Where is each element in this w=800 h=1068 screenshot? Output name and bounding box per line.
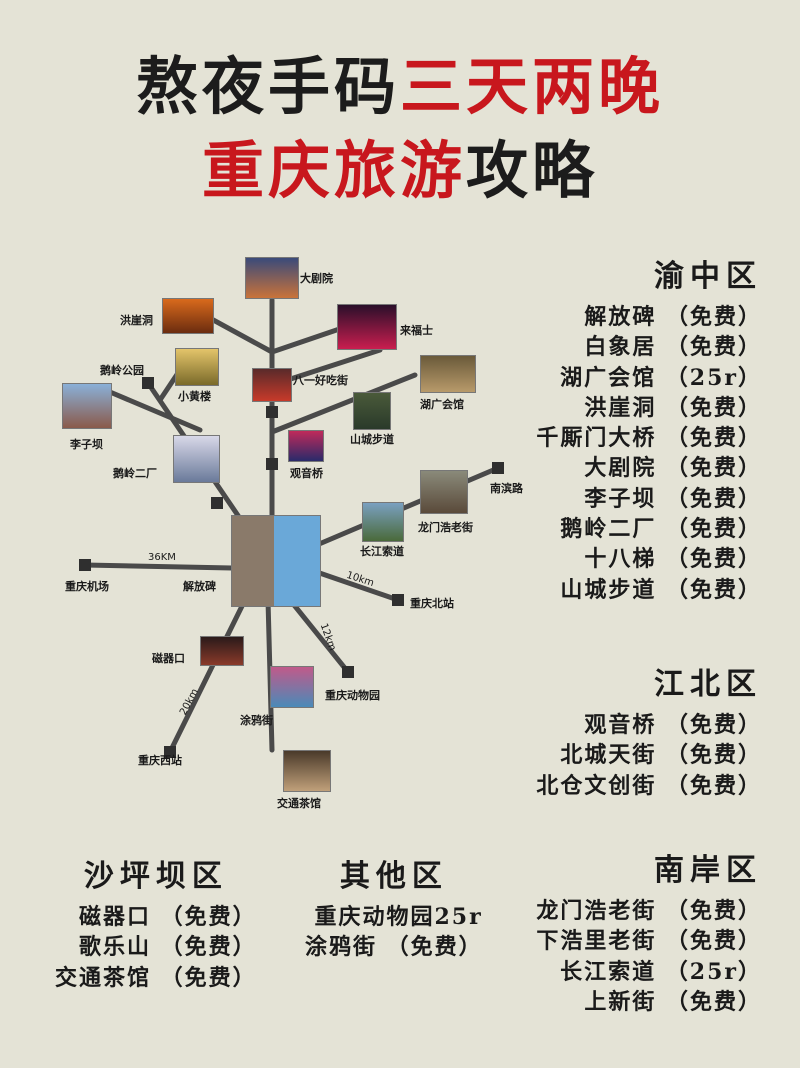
liziba-photo [62, 383, 112, 429]
district-list: 观音桥 （免费） 北城天街 （免费） 北仓文创街 （免费） [536, 710, 762, 801]
list-item: 洪崖洞 （免费） [584, 394, 762, 421]
label-longmen: 龙门浩老街 [418, 521, 473, 534]
district-jiangbei: 江北区 观音桥 （免费） 北城天街 （免费） 北仓文创街 （免费） [536, 670, 762, 801]
label-zoo: 重庆动物园 [325, 689, 380, 702]
list-item: 千厮门大桥 （免费） [536, 425, 762, 452]
district-title: 渝中区 [654, 259, 762, 294]
title-part-2: 三天两晚 [400, 50, 665, 123]
label-shancheng: 山城步道 [350, 433, 394, 446]
route-map: 大剧院 洪崖洞 来福士 八一好吃街 鹅岭公园 小黄楼 湖广会馆 李子坝 山城步道… [0, 240, 540, 840]
list-item: 大剧院 （免费） [584, 455, 762, 482]
list-item: 北仓文创街 （免费） [536, 772, 762, 799]
label-eling2: 鹅岭二厂 [113, 467, 157, 480]
district-title: 沙坪坝区 [83, 859, 228, 894]
list-item: 北城天街 （免费） [560, 742, 762, 769]
label-north: 重庆北站 [410, 597, 454, 610]
title-part-1: 熬夜手码 [135, 50, 400, 123]
district-other: 其他区 重庆动物园25r 涂鸦街 （免费） [305, 862, 483, 963]
list-item: 重庆动物园25r [314, 904, 483, 930]
district-title: 其他区 [339, 859, 448, 894]
ciqikou-photo [200, 636, 244, 666]
list-item: 解放碑 （免费） [584, 304, 762, 330]
label-laifushi: 来福士 [400, 324, 433, 337]
suodao-photo [362, 502, 404, 542]
label-huguang: 湖广会馆 [420, 398, 464, 411]
list-item: 涂鸦街 （免费） [305, 934, 483, 961]
tuya-photo [270, 666, 314, 708]
district-list: 重庆动物园25r 涂鸦街 （免费） [305, 902, 483, 963]
list-item: 歌乐山 （免费） [79, 934, 257, 961]
district-yuzhong: 渝中区 解放碑 （免费） 白象居 （免费） 湖广会馆 （25r） 洪崖洞 （免费… [536, 262, 762, 605]
hongyadong-photo [162, 298, 214, 334]
title-part-3: 重庆旅游 [201, 134, 466, 207]
list-item: 十八梯 （免费） [584, 546, 762, 573]
laifushi-photo [337, 304, 397, 350]
label-suodao: 长江索道 [360, 545, 404, 558]
label-airport: 重庆机场 [65, 580, 109, 593]
label-bayi: 八一好吃街 [293, 374, 348, 387]
district-list: 龙门浩老街 （免费） 下浩里老街 （免费） 长江索道 （25r） 上新街 （免费… [536, 896, 762, 1017]
list-item: 磁器口 （免费） [79, 904, 257, 930]
eling2-photo [173, 435, 220, 483]
district-list: 解放碑 （免费） 白象居 （免费） 湖广会馆 （25r） 洪崖洞 （免费） 千厮… [536, 302, 762, 605]
list-item: 交通茶馆 （免费） [55, 964, 257, 991]
label-liziba: 李子坝 [70, 438, 103, 451]
list-item: 鹅岭二厂 （免费） [560, 516, 762, 543]
list-item: 上新街 （免费） [584, 988, 762, 1015]
district-nanan: 南岸区 龙门浩老街 （免费） 下浩里老街 （免费） 长江索道 （25r） 上新街… [536, 856, 762, 1017]
district-shapingba: 沙坪坝区 磁器口 （免费） 歌乐山 （免费） 交通茶馆 （免费） [55, 862, 257, 993]
list-item: 下浩里老街 （免费） [536, 928, 762, 955]
distance-airport: 36KM [148, 552, 176, 563]
district-title: 江北区 [654, 667, 762, 702]
label-eling-park: 鹅岭公园 [100, 364, 144, 377]
huguang-photo [420, 355, 476, 393]
bayi-photo [252, 368, 292, 402]
label-tuya: 涂鸦街 [240, 714, 273, 727]
title-part-4: 攻略 [466, 134, 599, 207]
label-xiaohuanglou: 小黄楼 [178, 390, 211, 403]
title-line-1: 熬夜手码三天两晚 [0, 56, 800, 118]
label-guanyinqiao: 观音桥 [290, 467, 323, 480]
xiaohuanglou-photo [175, 348, 219, 386]
title-line-2: 重庆旅游攻略 [0, 140, 800, 202]
shancheng-photo [353, 392, 391, 430]
label-jiefangbei: 解放碑 [183, 580, 216, 593]
list-item: 山城步道 （免费） [560, 576, 762, 603]
label-teahouse: 交通茶馆 [277, 797, 321, 810]
list-item: 李子坝 （免费） [584, 485, 762, 512]
list-item: 湖广会馆 （25r） [560, 364, 762, 391]
label-nanbin: 南滨路 [490, 482, 523, 495]
label-dajuyuan: 大剧院 [300, 272, 333, 285]
guanyinqiao-photo [288, 430, 324, 462]
list-item: 白象居 （免费） [584, 334, 762, 361]
district-title: 南岸区 [654, 853, 762, 888]
teahouse-photo [283, 750, 331, 792]
label-hongyadong: 洪崖洞 [120, 314, 153, 327]
jiefangbei-photo [231, 515, 321, 607]
dajuyuan-photo [245, 257, 299, 299]
list-item: 龙门浩老街 （免费） [536, 898, 762, 924]
longmen-photo [420, 470, 468, 514]
list-item: 观音桥 （免费） [584, 712, 762, 738]
district-list: 磁器口 （免费） 歌乐山 （免费） 交通茶馆 （免费） [55, 902, 257, 993]
label-west: 重庆西站 [138, 754, 182, 767]
label-ciqikou: 磁器口 [152, 652, 185, 665]
list-item: 长江索道 （25r） [560, 958, 762, 985]
